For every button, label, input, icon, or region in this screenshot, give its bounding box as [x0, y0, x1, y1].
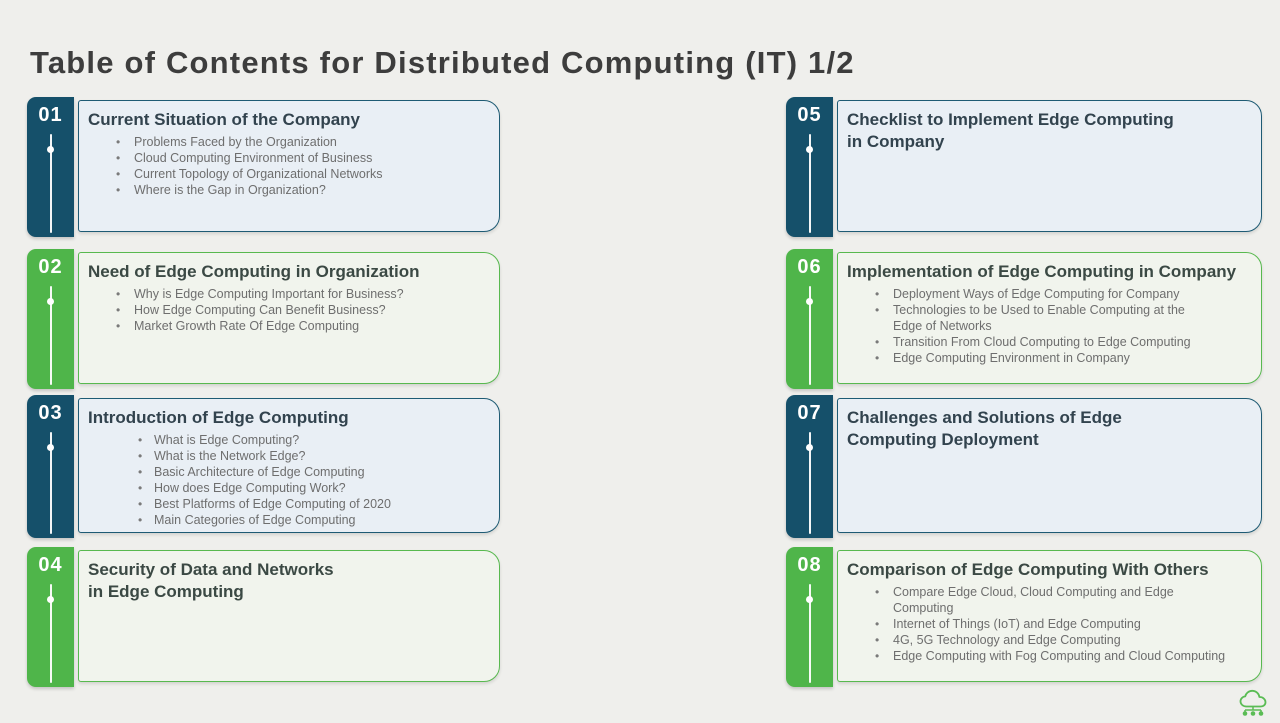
section-card-05: 05 Checklist to Implement Edge Computing…	[786, 97, 1262, 237]
section-bullet-list: What is Edge Computing? What is the Netw…	[88, 432, 489, 528]
timeline-dot	[47, 146, 54, 153]
section-title: Need of Edge Computing in Organization	[88, 262, 420, 281]
bullet-item: Internet of Things (IoT) and Edge Comput…	[847, 616, 1251, 632]
bullet-item: 4G, 5G Technology and Edge Computing	[847, 632, 1251, 648]
section-bullet-list: Problems Faced by the Organization Cloud…	[88, 134, 489, 198]
section-number-badge: 06	[786, 249, 833, 389]
bullet-item: Best Platforms of Edge Computing of 2020	[88, 496, 489, 512]
section-bullet-list: Why is Edge Computing Important for Busi…	[88, 286, 489, 334]
bullet-item: Where is the Gap in Organization?	[88, 182, 489, 198]
section-panel: Implementation of Edge Computing in Comp…	[837, 252, 1262, 384]
bullet-item: Deployment Ways of Edge Computing for Co…	[847, 286, 1251, 302]
section-title: Security of Data and Networks in Edge Co…	[88, 560, 334, 601]
bullet-item: Market Growth Rate Of Edge Computing	[88, 318, 489, 334]
section-number: 01	[38, 104, 63, 126]
section-number-badge: 05	[786, 97, 833, 237]
timeline-stem	[49, 432, 52, 534]
section-title: Current Situation of the Company	[88, 110, 360, 129]
section-number: 04	[38, 554, 63, 576]
section-panel: Checklist to Implement Edge Computing in…	[837, 100, 1262, 232]
timeline-stem	[49, 134, 52, 233]
timeline-dot	[47, 596, 54, 603]
bullet-item: Why is Edge Computing Important for Busi…	[88, 286, 489, 302]
section-card-03: 03 Introduction of Edge Computing What i…	[27, 395, 500, 538]
timeline-dot	[47, 444, 54, 451]
section-panel: Security of Data and Networks in Edge Co…	[78, 550, 500, 682]
section-number: 07	[797, 402, 822, 424]
bullet-item: Problems Faced by the Organization	[88, 134, 489, 150]
section-number-badge: 03	[27, 395, 74, 538]
section-number: 06	[797, 256, 822, 278]
section-number: 05	[797, 104, 822, 126]
bullet-item: Basic Architecture of Edge Computing	[88, 464, 489, 480]
section-number-badge: 02	[27, 249, 74, 389]
page-title: Table of Contents for Distributed Comput…	[30, 44, 855, 80]
section-card-02: 02 Need of Edge Computing in Organizatio…	[27, 249, 500, 389]
section-panel: Current Situation of the Company Problem…	[78, 100, 500, 232]
bullet-item: Compare Edge Cloud, Cloud Computing and …	[847, 584, 1251, 616]
section-number-badge: 01	[27, 97, 74, 237]
section-card-06: 06 Implementation of Edge Computing in C…	[786, 249, 1262, 389]
timeline-stem	[808, 584, 811, 683]
timeline-dot	[806, 298, 813, 305]
section-card-08: 08 Comparison of Edge Computing With Oth…	[786, 547, 1262, 687]
section-number: 03	[38, 402, 63, 424]
section-title: Checklist to Implement Edge Computing in…	[847, 110, 1174, 151]
bullet-item: Current Topology of Organizational Netwo…	[88, 166, 489, 182]
timeline-stem	[49, 286, 52, 385]
section-title: Implementation of Edge Computing in Comp…	[847, 262, 1237, 281]
section-panel: Introduction of Edge Computing What is E…	[78, 398, 500, 533]
bullet-item: What is Edge Computing?	[88, 432, 489, 448]
bullet-item: Transition From Cloud Computing to Edge …	[847, 334, 1251, 350]
section-number: 02	[38, 256, 63, 278]
section-title: Introduction of Edge Computing	[88, 408, 349, 427]
section-bullet-list: Deployment Ways of Edge Computing for Co…	[847, 286, 1251, 366]
timeline-dot	[806, 596, 813, 603]
timeline-stem	[49, 584, 52, 683]
bullet-item: How Edge Computing Can Benefit Business?	[88, 302, 489, 318]
bullet-item: Technologies to be Used to Enable Comput…	[847, 302, 1251, 334]
timeline-stem	[808, 286, 811, 385]
section-number: 08	[797, 554, 822, 576]
bullet-item: Main Categories of Edge Computing	[88, 512, 489, 528]
section-panel: Challenges and Solutions of Edge Computi…	[837, 398, 1262, 533]
section-title: Challenges and Solutions of Edge Computi…	[847, 408, 1122, 449]
section-title: Comparison of Edge Computing With Others	[847, 560, 1209, 579]
section-card-04: 04 Security of Data and Networks in Edge…	[27, 547, 500, 687]
section-card-07: 07 Challenges and Solutions of Edge Comp…	[786, 395, 1262, 538]
timeline-dot	[806, 444, 813, 451]
timeline-stem	[808, 134, 811, 233]
section-panel: Comparison of Edge Computing With Others…	[837, 550, 1262, 682]
timeline-dot	[806, 146, 813, 153]
section-bullet-list: Compare Edge Cloud, Cloud Computing and …	[847, 584, 1251, 664]
bullet-item: Edge Computing Environment in Company	[847, 350, 1251, 366]
timeline-dot	[47, 298, 54, 305]
bullet-item: Edge Computing with Fog Computing and Cl…	[847, 648, 1251, 664]
cloud-computing-icon	[1236, 688, 1270, 718]
bullet-item: Cloud Computing Environment of Business	[88, 150, 489, 166]
section-number-badge: 07	[786, 395, 833, 538]
bullet-item: What is the Network Edge?	[88, 448, 489, 464]
bullet-item: How does Edge Computing Work?	[88, 480, 489, 496]
section-number-badge: 08	[786, 547, 833, 687]
section-card-01: 01 Current Situation of the Company Prob…	[27, 97, 500, 237]
section-panel: Need of Edge Computing in Organization W…	[78, 252, 500, 384]
section-number-badge: 04	[27, 547, 74, 687]
timeline-stem	[808, 432, 811, 534]
